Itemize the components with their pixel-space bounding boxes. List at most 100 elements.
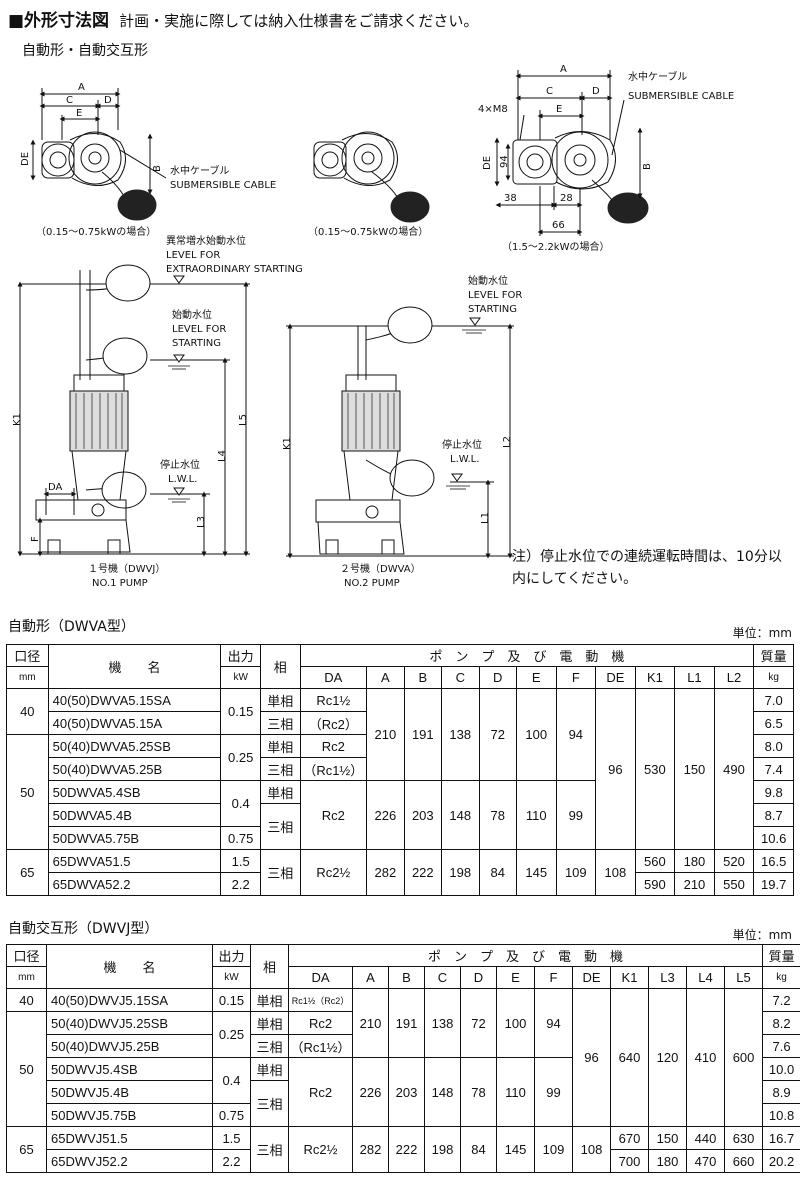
cell-K1: 560: [634, 849, 676, 873]
cell-L4: 410: [686, 988, 725, 1127]
model: 65DWVJ51.5: [46, 1126, 213, 1150]
cell-B: 222: [388, 1126, 425, 1173]
cell-L2: 520: [713, 849, 755, 873]
dim-B-3: B: [642, 163, 653, 170]
cell-L4: 440: [686, 1126, 725, 1150]
th-bore: 口径: [6, 644, 49, 667]
th-F: F: [534, 966, 573, 989]
cell-E: 100: [515, 688, 557, 781]
mass: 7.4: [753, 757, 794, 781]
th-C: C: [424, 966, 461, 989]
output: 0.75: [212, 1103, 251, 1127]
da: （Rc1½）: [288, 1034, 353, 1058]
th-mm: mm: [6, 666, 49, 689]
phase: 三相: [250, 1034, 289, 1058]
pump-2-elevation: [286, 306, 514, 559]
output: 0.15: [212, 988, 251, 1012]
cell-L2: 550: [713, 872, 755, 896]
pump-1-label-en: NO.1 PUMP: [92, 578, 148, 589]
dim-38: 38: [504, 193, 517, 204]
cell-A: 210: [366, 688, 405, 781]
table-1-unit: 単位：mm: [732, 626, 792, 640]
cell-DE: 96: [595, 688, 636, 850]
th-bore: 口径: [6, 944, 47, 967]
cell-K1: 700: [610, 1149, 649, 1173]
da: Rc1½: [299, 688, 368, 712]
model: 50DWVA5.75B: [47, 826, 222, 850]
th-K1: K1: [610, 966, 649, 989]
bore-50: 50: [6, 734, 49, 850]
phase: 単相: [259, 734, 301, 758]
cell-E: 100: [496, 988, 535, 1058]
model: 65DWVA52.2: [47, 872, 222, 896]
phase: 三相: [250, 1080, 289, 1127]
cable-en-1: SUBMERSIBLE CABLE: [170, 180, 276, 191]
mass: 10.0: [762, 1057, 800, 1081]
dim-C-3: C: [546, 86, 553, 97]
output: 2.2: [212, 1149, 251, 1173]
th-DA: DA: [288, 966, 353, 989]
phase: 単相: [259, 780, 301, 804]
caption-3: （1.5～2.2kWの場合）: [502, 240, 610, 253]
mass: 6.5: [753, 711, 794, 735]
cell-F: 94: [534, 988, 573, 1058]
model: 50DWVA5.4B: [47, 803, 222, 827]
cell-L5: 660: [723, 1149, 764, 1173]
page-subtitle: 自動形・自動交互形: [22, 43, 148, 59]
dim-A-1: A: [78, 82, 85, 93]
cell-C: 148: [441, 780, 480, 850]
cell-F: 109: [555, 849, 597, 896]
mass: 8.7: [753, 803, 794, 827]
th-A: A: [352, 966, 389, 989]
model: 50DWVJ5.75B: [46, 1103, 213, 1127]
model: 50DWVA5.4SB: [47, 780, 222, 804]
mass: 10.6: [753, 826, 794, 850]
cell-L1: 180: [674, 849, 715, 873]
output: 0.15: [220, 688, 261, 735]
output: 2.2: [220, 872, 261, 896]
output: 0.75: [220, 826, 261, 850]
extra-level-jp: 異常増水始動水位: [166, 234, 246, 247]
cell-F: 99: [534, 1057, 573, 1127]
da: （Rc1½）: [299, 757, 368, 781]
cell-A: 226: [352, 1057, 389, 1127]
dim-28: 28: [560, 193, 573, 204]
cell-E: 145: [515, 849, 557, 896]
model: 50DWVJ5.4SB: [46, 1057, 213, 1081]
th-kw: kW: [212, 966, 251, 989]
plan-view-2: [313, 131, 430, 223]
cell-A: 226: [366, 780, 405, 850]
table-2-unit: 単位：mm: [732, 928, 792, 942]
plan-view-3: [494, 70, 649, 236]
th-L3: L3: [648, 966, 687, 989]
phase: 三相: [259, 757, 301, 781]
da: Rc2½: [299, 849, 368, 896]
cell-L4: 470: [686, 1149, 725, 1173]
cell-A: 282: [366, 849, 405, 896]
th-DE: DE: [572, 966, 611, 989]
cell-L5: 600: [723, 988, 764, 1127]
model: 50(40)DWVA5.25SB: [47, 734, 222, 758]
model: 50(40)DWVJ5.25SB: [46, 1011, 213, 1035]
cell-C: 138: [424, 988, 461, 1058]
dim-L2: L2: [502, 436, 513, 448]
da: （Rc2）: [299, 711, 368, 735]
th-output: 出力: [220, 644, 261, 667]
dim-94: 94: [499, 155, 510, 168]
pump-1-label-jp: １号機（DWVJ）: [88, 562, 165, 575]
table-dwvj: 口径 機 名 出力 相 ポ ン プ 及 び 電 動 機 質量 mm kW DA …: [6, 944, 800, 1173]
cell-D: 78: [478, 780, 517, 850]
cell-DE: 96: [572, 988, 611, 1127]
cell-DE: 108: [595, 849, 636, 896]
cell-K1: 640: [610, 988, 649, 1127]
th-phase: 相: [250, 944, 289, 989]
th-mass: 質量: [762, 944, 800, 967]
cell-C: 198: [441, 849, 480, 896]
output: 0.25: [220, 734, 261, 781]
mass: 8.9: [762, 1080, 800, 1104]
dim-D-1: D: [104, 95, 112, 106]
header-note: 計画・実施に際しては納入仕様書をご請求ください。: [119, 12, 479, 30]
cell-L5: 630: [723, 1126, 764, 1150]
da: Rc2: [288, 1057, 353, 1127]
stop-level-jp-1: 停止水位: [160, 458, 200, 471]
